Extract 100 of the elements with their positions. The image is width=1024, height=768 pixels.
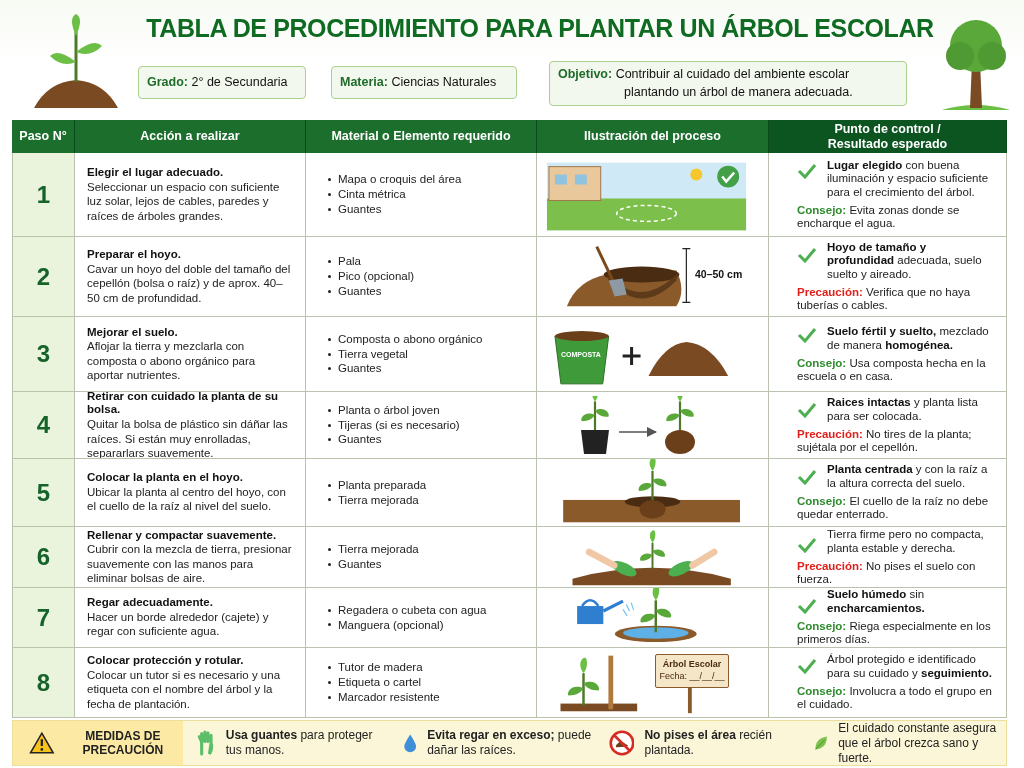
result-cell	[769, 459, 1007, 527]
step-number: 1	[36, 180, 51, 209]
action-cell	[75, 153, 306, 237]
materials-cell	[306, 648, 537, 718]
material-item: Manguera (opcional)	[338, 617, 444, 633]
step-number: 3	[36, 340, 51, 368]
material-item: Regadera o cubeta con agua	[338, 602, 487, 618]
step-number: 8	[36, 668, 51, 697]
step-number: 2	[36, 262, 51, 291]
action-title: Colocar la planta en el hoyo.	[87, 471, 244, 485]
step-number-cell	[12, 153, 75, 237]
result-cell	[769, 237, 1007, 317]
action-cell	[75, 317, 306, 392]
materials-cell	[306, 317, 537, 392]
info-text: Objetivo: Contribuir al cuidado del ambiente escolar plantando un árbol de manera adecuada.	[558, 66, 854, 101]
expected-result: Árbol protegido e identificado para su cuidado y seguimiento.	[827, 653, 993, 682]
material-item: Cinta métrica	[338, 187, 406, 202]
header-cell: Acción a realizar	[75, 120, 306, 153]
precaution-text: El cuidado constante asegura que el árbol crezca sano y fuerte.	[838, 720, 998, 766]
material-item: Guantes	[338, 361, 382, 377]
info-box	[331, 66, 517, 99]
result-cell	[769, 648, 1007, 718]
action-description: Aflojar la tierra y mezclarla con composta o abono orgánico para aportar nutrientes.	[87, 339, 257, 383]
step-number: 4	[36, 411, 51, 439]
tip-note: Consejo: Evita zonas donde se encharque el agua.	[797, 203, 961, 231]
tip-note: Consejo: El cuello de la raíz no debe quedar enterrado.	[797, 495, 990, 522]
material-item: Pico (opcional)	[338, 269, 415, 284]
materials-cell	[306, 459, 537, 527]
action-cell	[75, 588, 306, 648]
material-item: Tierra mejorada	[338, 492, 419, 508]
arrow	[618, 426, 658, 438]
material-item: Composta o abono orgánico	[338, 331, 483, 347]
tip-note: Consejo: Riega especialmente en los primeros días.	[797, 620, 992, 647]
action-description: Cubrir con la mezcla de tierra, presionar suavemente con las manos para eliminar bolsas de aire.	[87, 542, 293, 586]
sign-text: Fecha: __/__/__	[659, 671, 725, 683]
result-cell	[769, 317, 1007, 392]
step-number-cell	[12, 648, 75, 718]
action-description: Colocar un tutor si es necesario y una etiqueta con el nombre del árbol y la fecha de plantación.	[87, 667, 282, 711]
materials-cell	[306, 392, 537, 459]
sign-text: Árbol Escolar	[662, 659, 722, 671]
precaution-text: Evita regar en exceso; puede dañar las raíces.	[427, 728, 593, 758]
info-box	[549, 61, 907, 106]
info-text: Grado: 2° de Secundaria	[147, 73, 288, 91]
material-item: Marcador resistente	[338, 689, 440, 705]
step-number-cell	[12, 392, 75, 459]
expected-result: Raices intactas y planta lista para ser colocada.	[827, 396, 979, 424]
action-description: Hacer un borde alrededor (cajete) y regar con suficiente agua.	[87, 610, 270, 639]
expected-result: Suelo fértil y suelto, mezclado de manera homogénea.	[827, 325, 990, 353]
result-cell	[769, 153, 1007, 237]
expected-result: Lugar elegido con buena iluminación y espacio suficiente para el crecimiento del árbol.	[827, 158, 990, 200]
step-number: 6	[36, 543, 51, 571]
action-title: Regar adecuadamente.	[87, 596, 214, 610]
action-description: Seleccionar un espacio con suficiente luz solar, lejos de cables, paredes y raíces de árboles grandes.	[87, 179, 281, 223]
material-item: Mapa o croquis del área	[338, 172, 462, 188]
illustration-cell	[537, 648, 769, 718]
step-number: 5	[36, 478, 51, 507]
title: TABLA DE PROCEDIMIENTO PARA PLANTAR UN ÁRBOL ESCOLAR	[145, 14, 935, 43]
material-item: Planta o árbol joven	[338, 402, 440, 418]
action-cell	[75, 237, 306, 317]
step-number-cell	[12, 588, 75, 648]
tip-note: Precaución: No tires de la planta; sujétala por el cepellón.	[797, 427, 973, 454]
material-item: Tierra mejorada	[338, 542, 419, 557]
tip-note: Precaución: No pises el suelo con fuerza.	[797, 559, 977, 586]
action-cell	[75, 648, 306, 718]
header-cell: Material o Elemento requerido	[306, 120, 537, 153]
tip-note: Consejo: Usa composta hecha en la escuela o en casa.	[797, 356, 987, 383]
illustration-cell	[537, 527, 769, 588]
result-cell	[769, 527, 1007, 588]
material-item: Guantes	[338, 201, 382, 217]
header-cell: Ilustración del proceso	[537, 120, 769, 153]
action-cell	[75, 459, 306, 527]
dimension-label: 40–50 cm	[695, 268, 743, 280]
result-cell	[769, 392, 1007, 459]
tip-note: Precaución: Verifica que no haya tuberías o cables.	[797, 285, 972, 313]
materials-cell	[306, 588, 537, 648]
materials-cell	[306, 527, 537, 588]
material-item: Etiqueta o cartel	[338, 675, 422, 690]
tip-note: Consejo: Involucra a todo el grupo en el cuidado.	[797, 685, 993, 712]
material-item: Tijeras (si es necesario)	[338, 417, 460, 433]
action-title: Rellenar y compactar suavemente.	[87, 528, 278, 543]
action-title: Preparar el hoyo.	[87, 248, 182, 262]
material-item: Pala	[338, 254, 362, 270]
action-cell	[75, 392, 306, 459]
expected-result: Hoyo de tamaño y profundidad adecuada, suelo suelto y aireado.	[827, 240, 983, 282]
illustration-cell	[537, 237, 769, 317]
result-cell	[769, 588, 1007, 648]
material-item: Guantes	[338, 432, 382, 448]
step-number-cell	[12, 459, 75, 527]
action-title: Colocar protección y rotular.	[87, 654, 245, 668]
action-title: Mejorar el suelo.	[87, 325, 179, 340]
header-cell: Paso N°	[12, 120, 75, 153]
info-text: Materia: Ciencias Naturales	[340, 73, 497, 91]
illustration-cell	[537, 153, 769, 237]
illustration-cell	[537, 392, 769, 459]
precautions-band	[12, 720, 1007, 766]
root-ball-plant-drawing	[662, 396, 698, 454]
expected-result: Suelo húmedo sin encharcamientos.	[827, 588, 926, 617]
step-number-cell	[12, 527, 75, 588]
expected-result: Tierra firme pero no compacta, planta estable y derecha.	[827, 528, 985, 556]
materials-cell	[306, 153, 537, 237]
